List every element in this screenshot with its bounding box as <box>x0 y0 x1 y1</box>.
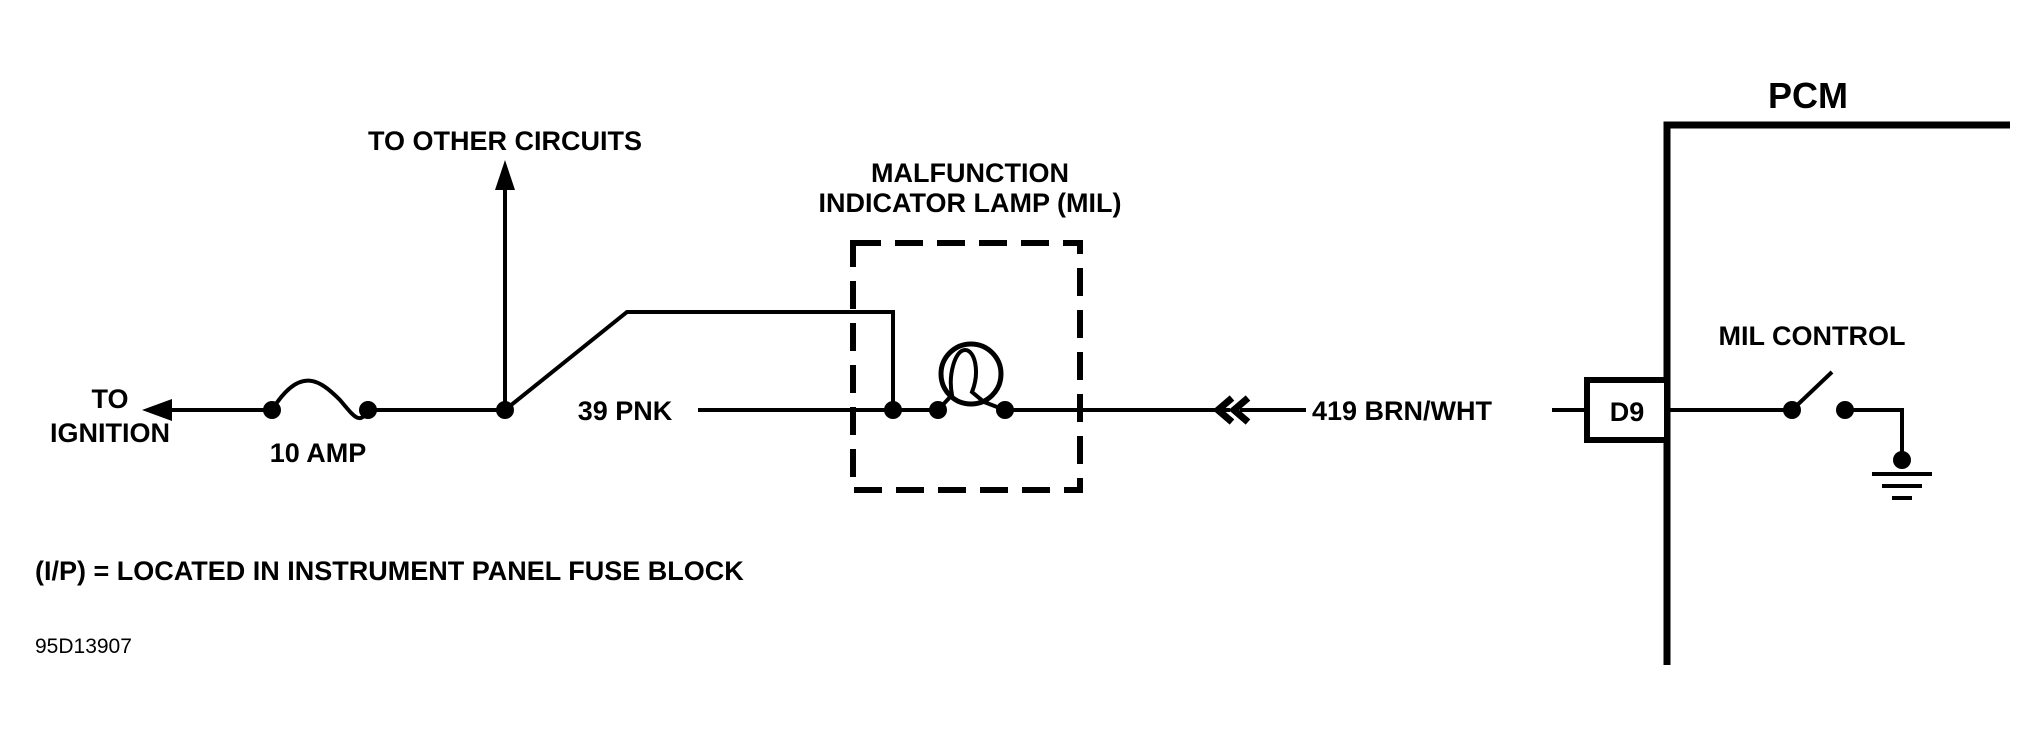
arrow-up-icon <box>495 160 515 410</box>
pcm-boundary <box>1663 121 2010 665</box>
to-other-circuits-label: TO OTHER CIRCUITS <box>368 126 642 156</box>
switch-icon <box>1783 370 1854 419</box>
mil-title-line2: INDICATOR LAMP (MIL) <box>819 188 1122 218</box>
to-ignition-label-line1: TO <box>91 384 128 414</box>
mil-title-line1: MALFUNCTION <box>871 158 1069 188</box>
lamp-icon <box>884 341 1014 419</box>
figure-id: 95D13907 <box>35 635 132 658</box>
pcm-label: PCM <box>1768 75 1848 116</box>
arrow-left-icon <box>142 399 272 421</box>
connector-pin-box <box>1584 377 1670 443</box>
location-note: (I/P) = LOCATED IN INSTRUMENT PANEL FUSE… <box>35 556 744 586</box>
fuse-rating-label: 10 AMP <box>270 438 367 468</box>
wire-branch-to-lamp <box>503 310 895 412</box>
to-ignition-label-line2: IGNITION <box>50 418 170 448</box>
connector-icon <box>1212 395 1251 425</box>
mil-control-label: MIL CONTROL <box>1719 321 1906 351</box>
mil-component-box <box>850 240 1083 493</box>
wire-419-label: 419 BRN/WHT <box>1312 396 1493 426</box>
ground-icon <box>1845 408 1932 500</box>
fuse-icon <box>263 378 377 421</box>
connector-pin-label: D9 <box>1610 397 1645 427</box>
wire-39-label: 39 PNK <box>578 396 673 426</box>
